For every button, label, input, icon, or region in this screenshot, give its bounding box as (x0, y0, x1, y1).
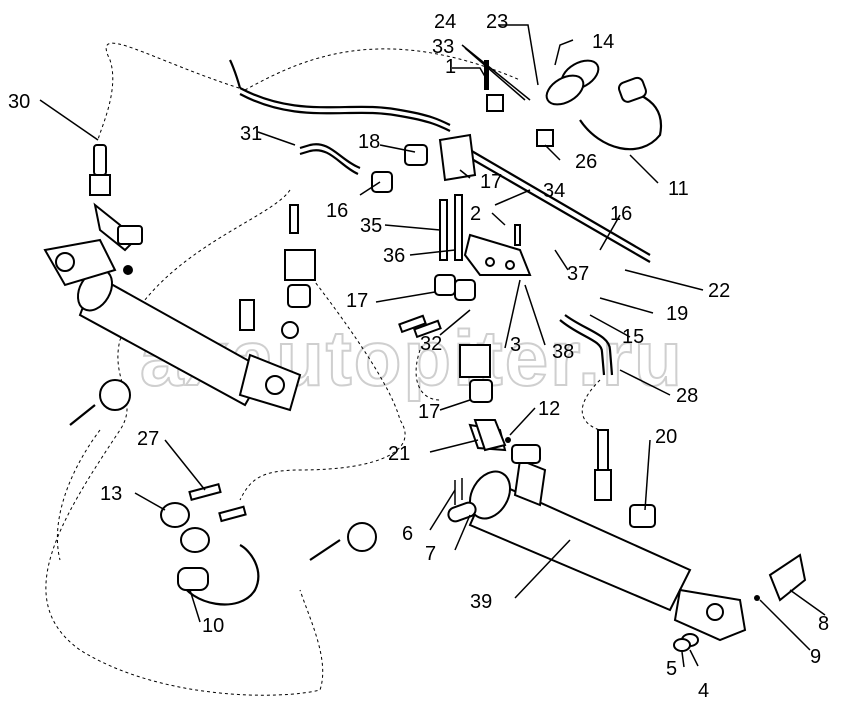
snap-rings (69, 379, 377, 561)
quick-coupler-14 (484, 59, 600, 147)
callout-7: 7 (425, 543, 436, 565)
callout-26: 26 (575, 151, 597, 173)
callout-15: 15 (622, 326, 644, 348)
callout-31: 31 (240, 123, 262, 145)
callout-3: 3 (510, 334, 521, 356)
valve-block-left (281, 204, 316, 339)
callout-32: 32 (420, 333, 442, 355)
dashed-routing-lines (45, 42, 601, 696)
fitting-30 (89, 144, 143, 252)
callout-22: 22 (708, 280, 730, 302)
callout-17b: 17 (346, 290, 368, 312)
callout-14: 14 (592, 31, 614, 53)
callout-24: 24 (434, 11, 456, 33)
leader-lines (39, 24, 826, 668)
callout-30: 30 (8, 91, 30, 113)
callout-28: 28 (676, 385, 698, 407)
callout-2: 2 (470, 203, 481, 225)
callout-20b: 19 (666, 303, 688, 325)
pin-8 (754, 553, 807, 602)
callout-1: 1 (445, 56, 456, 78)
callout-4: 4 (698, 680, 709, 702)
callout-8: 8 (818, 613, 829, 635)
callout-18: 17 (480, 171, 502, 193)
callout-21: 21 (388, 443, 410, 465)
callout-12: 12 (538, 398, 560, 420)
callout-13: 13 (100, 483, 122, 505)
quick-coupler-13 (160, 483, 247, 553)
callout-19: 20 (655, 426, 677, 448)
callout-11: 11 (668, 178, 689, 200)
callout-34: 34 (543, 180, 565, 202)
callout-17a: 16 (326, 200, 348, 222)
callout-20a: 18 (358, 131, 380, 153)
callout-37: 37 (567, 263, 589, 285)
callout-9: 9 (810, 646, 821, 668)
callout-35: 35 (360, 215, 382, 237)
left-hydraulic-cylinder (43, 238, 302, 412)
elbow-fitting-21 (473, 419, 541, 464)
callout-6: 6 (402, 523, 413, 545)
callout-33: 33 (432, 36, 454, 58)
callout-36: 36 (383, 245, 405, 267)
callout-labels: 30 31 18 16 1 33 24 23 14 26 11 17 34 2 … (8, 11, 829, 702)
callout-17c: 17 (418, 401, 440, 423)
right-hydraulic-cylinder-39 (468, 429, 747, 642)
central-manifold (371, 133, 532, 301)
hydraulic-hoses (229, 59, 651, 376)
dust-cap-10 (177, 544, 260, 606)
callout-10: 10 (202, 615, 224, 637)
callout-5: 5 (666, 658, 677, 680)
callout-23: 23 (486, 11, 508, 33)
washers-4-5 (673, 633, 699, 652)
callout-38: 38 (552, 341, 574, 363)
callout-39: 39 (470, 591, 492, 613)
callout-16: 16 (610, 203, 632, 225)
dust-cap-11 (579, 76, 663, 151)
callout-27: 27 (137, 428, 159, 450)
